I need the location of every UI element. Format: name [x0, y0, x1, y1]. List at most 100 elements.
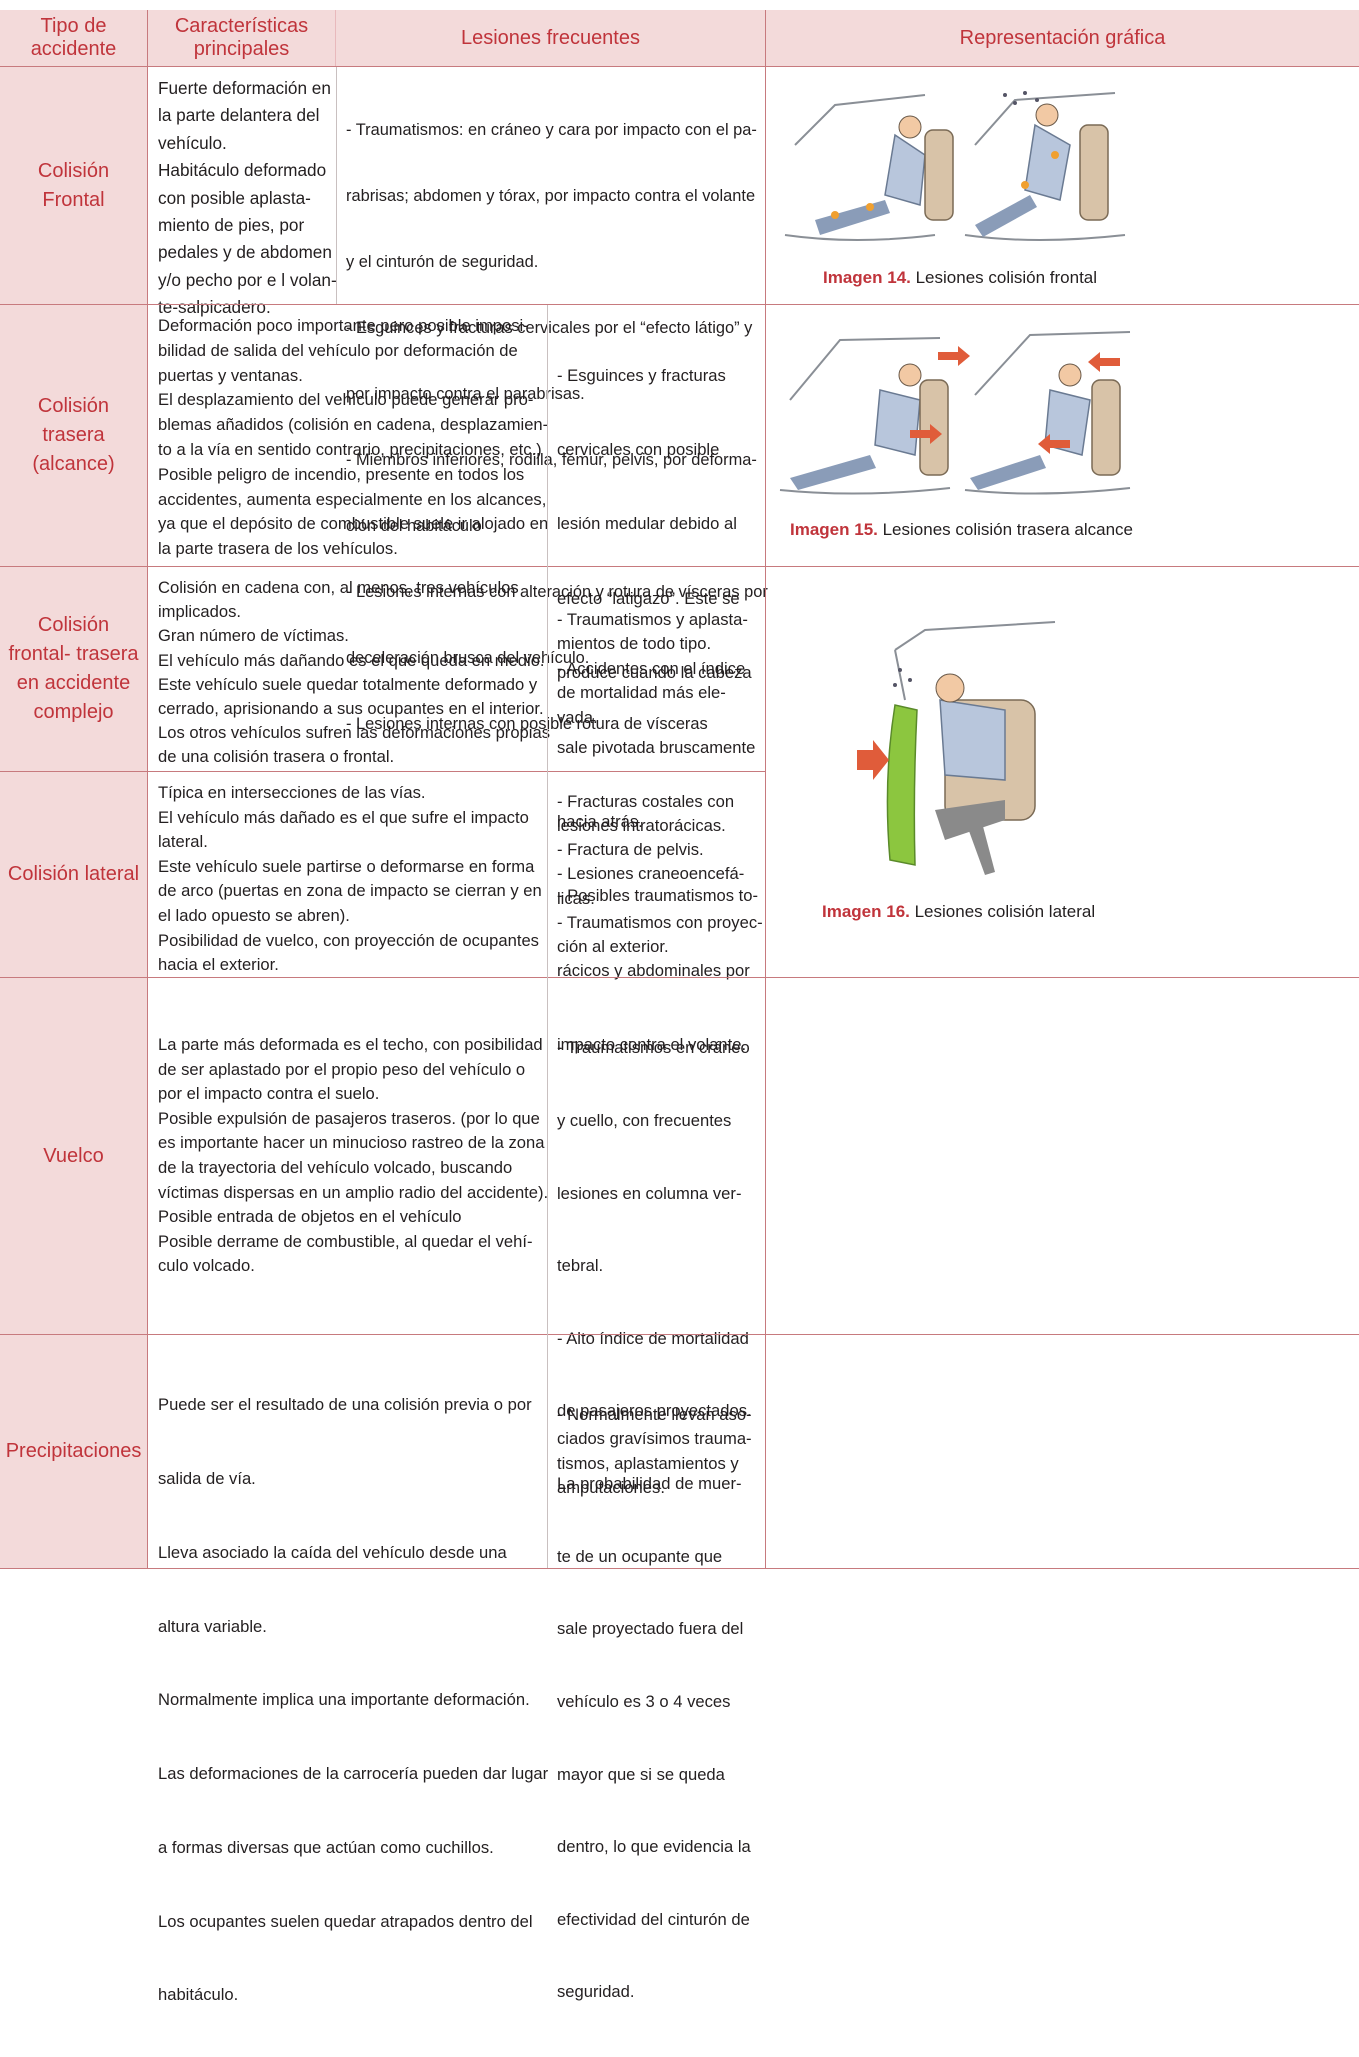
type-line: Colisión	[37, 614, 110, 636]
text-line: ciados gravísimos trauma-	[557, 1429, 752, 1449]
text-line: es importante hacer un minucioso rastreo…	[158, 1133, 545, 1153]
caption-text: Lesiones colisión lateral	[909, 902, 1096, 921]
text-line: Posible expulsión de pasajeros traseros.…	[158, 1108, 540, 1128]
text-line: sale pivotada bruscamente	[557, 737, 756, 757]
text-line: - Accidentes con el índice	[557, 658, 746, 678]
caption-text: Lesiones colisión trasera alcance	[877, 520, 1134, 539]
column-divider	[147, 10, 148, 1568]
features-lateral: Típica en intersecciones de las vías. El…	[148, 775, 547, 977]
text-line: y cuello, con frecuentes	[557, 1111, 732, 1131]
features-complex: Colisión en cadena con, al menos, tres v…	[148, 570, 551, 770]
text-line: blemas añadidos (colisión en cadena, des…	[158, 415, 549, 435]
text-line: puertas y ventanas.	[158, 365, 303, 385]
text-line: te de un ocupante que	[557, 1546, 723, 1566]
text-line: lesiones en columna ver-	[557, 1183, 742, 1203]
caption-image-14: Imagen 14. Lesiones colisión frontal	[823, 268, 1097, 288]
type-line: Precipitaciones	[5, 1440, 142, 1462]
type-line: Colisión	[37, 395, 110, 417]
text-line: Los ocupantes suelen quedar atrapados de…	[158, 1911, 533, 1931]
text-line: - Traumatismos: en cráneo y cara por imp…	[346, 121, 757, 139]
text-line: Normalmente implica una importante defor…	[158, 1690, 530, 1710]
features-frontal: Fuerte deformación en la parte delantera…	[148, 69, 337, 317]
row-divider	[0, 1334, 1359, 1335]
caption-label: Imagen 14.	[823, 268, 911, 287]
text-line: efectividad del cinturón de	[557, 1909, 750, 1929]
text-line: Las deformaciones de la carrocería puede…	[158, 1764, 549, 1784]
text-line: ción del habitáculo	[346, 517, 482, 535]
frontal-collision-illustration	[784, 91, 1126, 241]
text-line: pedales y de abdomen	[158, 242, 332, 263]
text-line: de una colisión trasera o frontal.	[158, 747, 395, 767]
row-divider	[0, 1568, 1359, 1569]
text-line: Los otros vehículos sufren las deformaci…	[158, 723, 551, 743]
injuries-frontal: - Traumatismos: en cráneo y cara por imp…	[336, 69, 768, 733]
rear-collision-illustration	[779, 331, 1131, 495]
text-line: por el impacto contra el suelo.	[158, 1084, 380, 1104]
text-line: Este vehículo suele quedar totalmente de…	[158, 674, 538, 694]
features-fall: Puede ser el resultado de una colisión p…	[148, 1338, 548, 2004]
header-graphic-label: Representación gráfica	[959, 26, 1166, 49]
text-line: lateral.	[158, 832, 208, 852]
column-divider	[335, 10, 336, 66]
type-line: en accidente	[16, 672, 131, 694]
column-divider	[336, 67, 337, 304]
text-line: mayor que si se queda	[557, 1764, 725, 1784]
text-line: y el cinturón de seguridad.	[346, 253, 539, 271]
text-line: y/o pecho por e l volan-	[158, 269, 337, 290]
text-line: la parte delantera del	[158, 105, 320, 126]
text-line: Típica en intersecciones de las vías.	[158, 783, 426, 802]
text-line: La probabilidad de muer-	[557, 1474, 742, 1494]
type-line: complejo	[33, 701, 114, 723]
text-line: Gran número de víctimas.	[158, 626, 349, 646]
text-line: cerrado, aprisionando a sus ocupantes en…	[158, 699, 544, 719]
header-type-line: Tipo de	[40, 15, 107, 37]
text-line: la parte trasera de los vehículos.	[158, 539, 398, 559]
header-features-line: principales	[193, 38, 290, 60]
type-line: (alcance)	[32, 453, 115, 475]
text-line: Deformación poco importante pero posible…	[158, 316, 529, 335]
text-line: - Lesiones internas con alteración y rot…	[346, 583, 768, 601]
text-line: - Traumatismos con proyec-	[557, 912, 763, 932]
text-line: de mortalidad más ele-	[557, 683, 726, 703]
type-cell-lateral: Colisión lateral	[0, 772, 147, 977]
text-line: culo volcado.	[158, 1256, 255, 1276]
text-line: habitáculo.	[158, 1985, 239, 2005]
text-line: con posible aplasta-	[158, 187, 311, 208]
text-line: Posibilidad de vuelco, con proyección de…	[158, 930, 539, 950]
column-divider	[765, 10, 766, 1568]
text-line: miento de pies, por	[158, 215, 305, 236]
text-line: tismos, aplastamientos y	[557, 1453, 739, 1473]
text-line: - Miembros inferiores, rodilla, fémur, p…	[346, 451, 757, 469]
text-line: Lleva asociado la caída del vehículo des…	[158, 1542, 507, 1562]
text-line: Posible derrame de combustible, al queda…	[158, 1231, 533, 1251]
text-line: de pasajeros proyectados.	[557, 1401, 752, 1421]
text-line: La parte más deformada es el techo, con …	[158, 1035, 543, 1055]
injuries-complex: - Traumatismos y aplasta- mientos de tod…	[547, 567, 766, 771]
lateral-collision-illustration	[857, 621, 1056, 875]
text-line: bilidad de salida del vehículo por defor…	[158, 340, 518, 360]
text-line: amputaciones.	[557, 1477, 665, 1497]
features-rollover: La parte más deformada es el techo, con …	[148, 978, 548, 1334]
text-line: El vehículo más dañado es el que sufre e…	[158, 807, 529, 827]
text-line: dentro, lo que evidencia la	[557, 1837, 751, 1857]
text-line: seguridad.	[557, 1982, 635, 2002]
text-line: a formas diversas que actúan como cuchil…	[158, 1837, 494, 1857]
text-line: cervicales con posible	[557, 439, 720, 459]
injuries-rear: - Esguinces y fracturas cervicales con p…	[547, 308, 766, 1055]
text-line: hacia el exterior.	[158, 955, 279, 975]
text-line: de la trayectoria del vehículo volcado, …	[158, 1158, 513, 1177]
header-injuries: Lesiones frecuentes	[336, 10, 765, 66]
type-line: trasera	[42, 424, 105, 446]
text-line: El vehículo más dañando es el que queda …	[158, 650, 545, 670]
type-cell-rollover: Vuelco	[0, 978, 147, 1334]
header-type-line: accidente	[30, 38, 117, 60]
type-line: Colisión lateral	[7, 863, 140, 885]
text-line: mientos de todo tipo.	[557, 634, 712, 654]
text-line: de arco (puertas en zona de impacto se c…	[158, 881, 542, 901]
header-injuries-label: Lesiones frecuentes	[460, 26, 640, 49]
caption-image-15: Imagen 15. Lesiones colisión trasera alc…	[790, 520, 1133, 540]
text-line: vehículo es 3 o 4 veces	[557, 1691, 731, 1711]
